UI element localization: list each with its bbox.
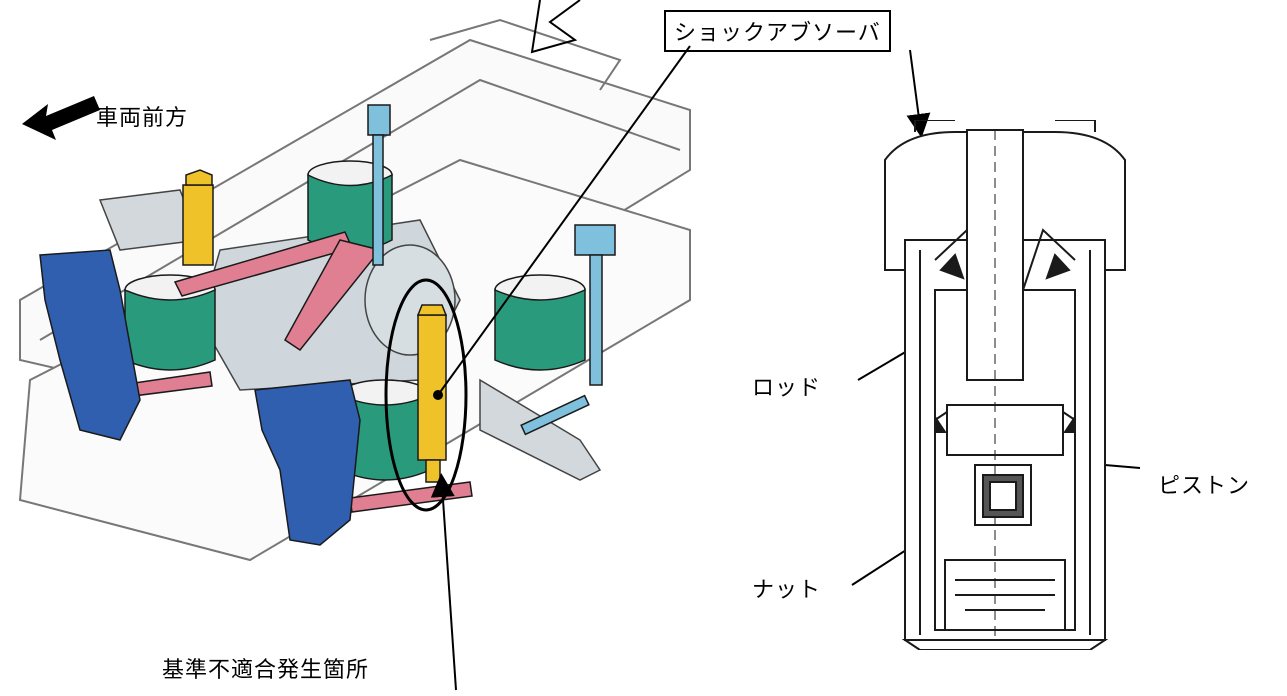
shock-absorber-text: ショックアブソーバ (674, 21, 881, 46)
nonconformity-arrow (430, 473, 457, 691)
shock-to-damper-line (437, 45, 691, 396)
vehicle-front-arrow (22, 96, 100, 140)
bogie-illustration (18, 18, 691, 562)
shock-absorber-section (884, 120, 1126, 650)
piston-nut (974, 464, 1032, 526)
vehicle-front-label: 車両前方 (96, 106, 189, 131)
damper-highlighted (416, 304, 448, 483)
shock-to-section-arrow (906, 49, 931, 138)
air-spring-rear-right (494, 274, 586, 371)
damper-rear (182, 169, 214, 266)
leveling-rods (367, 104, 616, 436)
zigzag-callout-tail (530, 0, 581, 54)
piston-body (946, 404, 1064, 456)
bottom-valve (944, 559, 1066, 631)
air-spring-rear-left (307, 160, 393, 252)
shock-absorber-label: ショックアブソーバ (664, 10, 891, 52)
nonconformity-location-label: 基準不適合発生箇所 (162, 658, 370, 683)
nonconformity-ellipse (384, 278, 468, 512)
rod-label: ロッド (752, 376, 822, 401)
piston-label: ピストン (1158, 474, 1251, 499)
blue-brackets (39, 249, 361, 546)
nut-label: ナット (752, 578, 822, 603)
